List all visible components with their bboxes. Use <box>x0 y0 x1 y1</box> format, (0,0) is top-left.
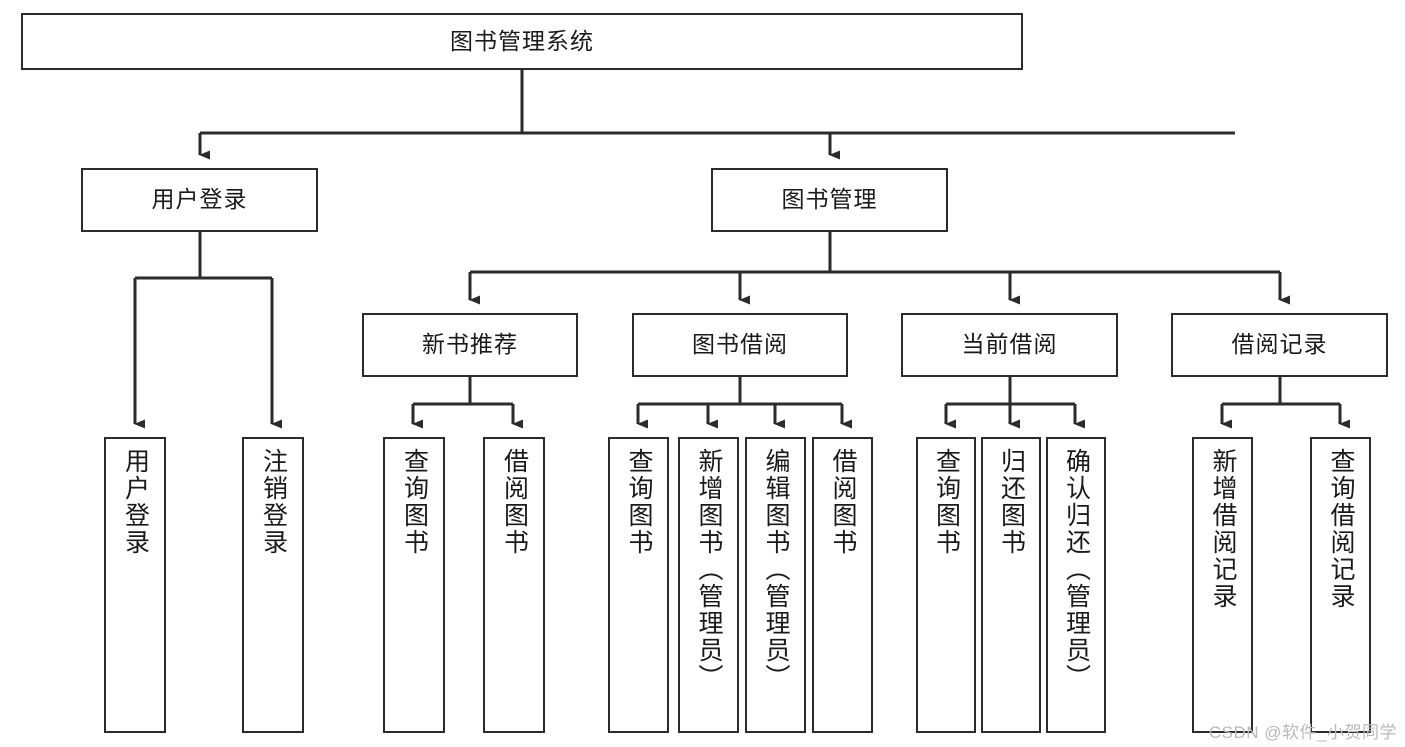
node-new-book-recommend[interactable]: 新书推荐 <box>362 313 578 377</box>
node-current-borrow[interactable]: 当前借阅 <box>901 313 1118 377</box>
node-leaf-confirm-return-label: 确认归还（管理员） <box>1062 448 1091 691</box>
node-leaf-edit-book[interactable]: 编辑图书（管理员） <box>745 437 806 733</box>
node-leaf-borrow-book-1[interactable]: 借阅图书 <box>483 437 545 733</box>
node-leaf-borrow-book-2-label: 借阅图书 <box>829 448 857 556</box>
node-leaf-add-book[interactable]: 新增图书（管理员） <box>678 437 739 733</box>
node-root-label: 图书管理系统 <box>450 27 594 54</box>
node-new-book-recommend-label: 新书推荐 <box>422 331 518 358</box>
node-leaf-query-book-3-label: 查询图书 <box>932 448 961 556</box>
node-leaf-return-book-label: 归还图书 <box>997 448 1026 556</box>
node-leaf-confirm-return[interactable]: 确认归还（管理员） <box>1046 437 1106 733</box>
node-book-manage[interactable]: 图书管理 <box>711 168 948 232</box>
node-user-login-label: 用户登录 <box>151 186 248 213</box>
node-leaf-borrow-book-1-label: 借阅图书 <box>500 448 529 556</box>
node-leaf-add-book-label: 新增图书（管理员） <box>695 448 723 691</box>
node-leaf-user-login-label: 用户登录 <box>121 448 150 556</box>
node-root[interactable]: 图书管理系统 <box>21 13 1023 70</box>
node-user-login[interactable]: 用户登录 <box>81 168 318 232</box>
node-book-borrow-label: 图书借阅 <box>692 331 788 358</box>
node-leaf-user-logout-label: 注销登录 <box>259 448 288 556</box>
node-leaf-return-book[interactable]: 归还图书 <box>981 437 1041 733</box>
node-leaf-query-book-2[interactable]: 查询图书 <box>608 437 669 733</box>
node-leaf-user-login[interactable]: 用户登录 <box>104 437 166 733</box>
node-leaf-borrow-book-2[interactable]: 借阅图书 <box>812 437 873 733</box>
node-leaf-edit-book-label: 编辑图书（管理员） <box>762 448 790 691</box>
node-leaf-query-record[interactable]: 查询借阅记录 <box>1310 437 1371 733</box>
node-leaf-query-book-3[interactable]: 查询图书 <box>916 437 976 733</box>
node-leaf-query-book-2-label: 查询图书 <box>625 448 653 556</box>
node-leaf-query-book-1-label: 查询图书 <box>400 448 429 556</box>
node-leaf-user-logout[interactable]: 注销登录 <box>242 437 304 733</box>
node-leaf-add-record-label: 新增借阅记录 <box>1209 448 1237 610</box>
node-borrow-record-label: 借阅记录 <box>1231 331 1328 358</box>
node-leaf-query-book-1[interactable]: 查询图书 <box>383 437 445 733</box>
watermark-text: CSDN @软件_小贺同学 <box>1208 723 1397 742</box>
node-current-borrow-label: 当前借阅 <box>961 331 1058 358</box>
node-borrow-record[interactable]: 借阅记录 <box>1171 313 1388 377</box>
node-book-manage-label: 图书管理 <box>781 186 878 213</box>
node-book-borrow[interactable]: 图书借阅 <box>632 313 848 377</box>
node-leaf-query-record-label: 查询借阅记录 <box>1327 448 1355 610</box>
node-leaf-add-record[interactable]: 新增借阅记录 <box>1192 437 1253 733</box>
